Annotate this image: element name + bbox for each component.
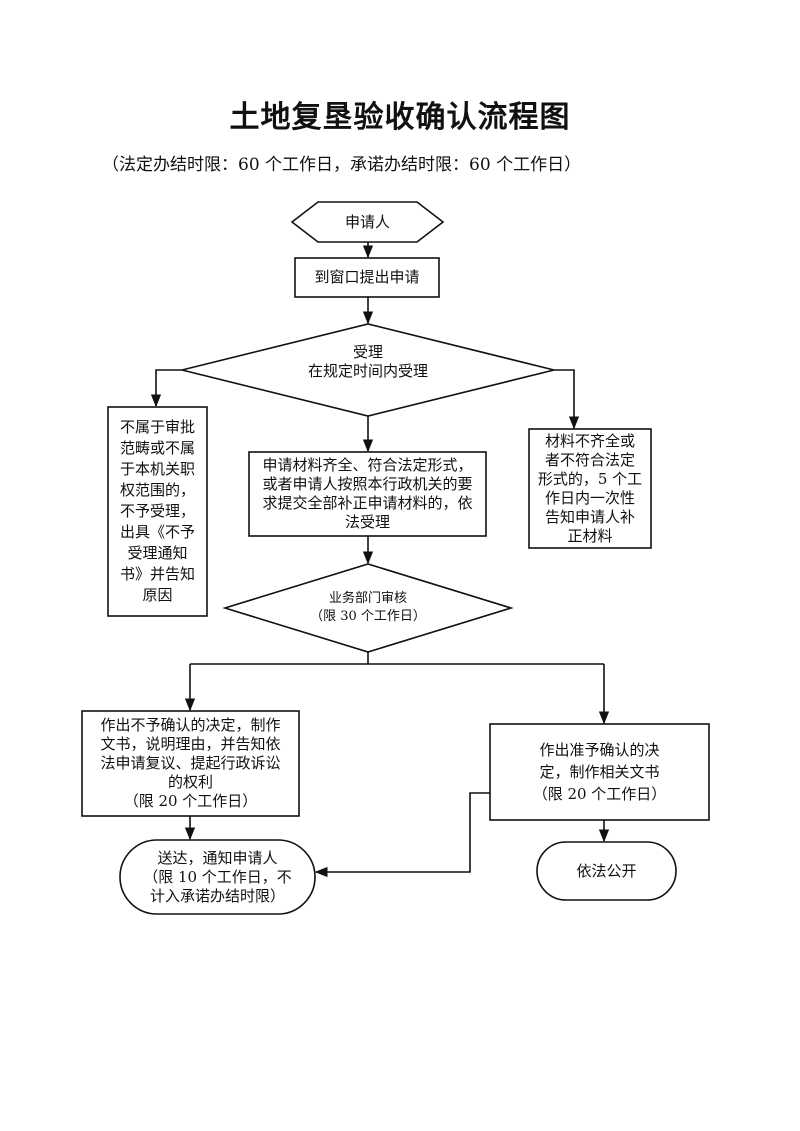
node-text-line: 定，制作相关文书 [539,763,660,781]
complete-label: 申请材料齐全、符合法定形式，或者申请人按照本行政机关的要求提交全部补正申请材料的… [250,453,485,535]
node-text-line: 业务部门审核 [328,591,407,606]
arrow-accept-reject [150,369,182,408]
deliver-label: 送达，通知申请人（限 10 个工作日，不计入承诺办结时限） [121,841,314,913]
arrow-accept-incomplete [554,369,580,430]
node-text-line: 权范围的， [119,481,195,499]
node-text-line: 送达，通知申请人 [157,848,278,867]
node-text-line: 到窗口提出申请 [314,268,420,286]
node-text-line: 受理 [352,343,383,361]
node-text-line: 书》并告知 [119,565,195,583]
incomplete-box [528,428,652,549]
node-text-line: 正材料 [567,526,613,545]
node-text-line: 或者申请人按照本行政机关的要 [262,475,473,493]
node-text-line: 法申请复议、提起行政诉讼 [100,754,281,772]
accept-label: 受理在规定时间内受理 [268,342,468,382]
node-text-line: 作日内一次性 [544,488,635,507]
node-text-line: 申请人 [344,212,390,231]
node-text-line: 不予受理， [119,502,195,520]
node-text-line: 申请材料齐全、符合法定形式， [262,456,473,474]
arrow-approve-deliver [314,792,490,878]
node-text-line: 不属于审批 [119,418,195,436]
node-text-line: 原因 [142,586,173,604]
node-text-line: 在规定时间内受理 [307,362,428,380]
node-text-line: 告知申请人补 [544,507,635,526]
node-text-line: 范畴或不属 [119,439,195,457]
review-label: 业务部门审核 （限 30 个工作日） [270,588,466,628]
applicant-label: 申请人 [318,203,417,241]
publish-label: 依法公开 [538,843,675,899]
node-text-line: 的权利 [167,773,213,791]
deny-label: 作出不予确认的决定，制作文书，说明理由，并告知依法申请复议、提起行政诉讼的权利（… [83,712,298,815]
node-text-line: 于本机关职 [119,460,195,478]
incomplete-label: 材料不齐全或者不符合法定形式的，5 个工作日内一次性告知申请人补正材料 [530,430,650,547]
node-text-line: 依法公开 [576,861,637,880]
node-text-line: （限 20 个工作日） [532,785,667,803]
node-text-line: 文书，说明理由，并告知依 [100,735,281,753]
node-text-line: 出具《不予 [119,523,195,541]
node-text-line: 受理通知 [127,544,188,562]
node-text-line: （限 10 个工作日，不 [143,867,292,886]
node-text-line: 法受理 [344,513,390,531]
node-text-line: （限 30 个工作日） [310,609,426,624]
page-title: 土地复垦验收确认流程图 [229,100,571,135]
node-text-line: （限 20 个工作日） [123,792,258,810]
node-text-line: 者不符合法定 [544,450,635,469]
submit-label: 到窗口提出申请 [296,259,438,296]
reject-label: 不属于审批范畴或不属于本机关职权范围的， 不予受理， 出具《不予受理通知书》并告知原… [109,408,206,615]
page-subtitle: （法定办结时限：60 个工作日，承诺办结时限：60 个工作日） [102,155,582,175]
node-text-line: 求提交全部补正申请材料的，依 [262,494,473,512]
node-text-line: 作出不予确认的决定，制作 [100,716,281,734]
applicant-hexagon [290,201,445,243]
review-diamond [222,563,514,653]
approve-label: 作出准予确认的决定，制作相关文书 （限 20 个工作日） [491,725,708,819]
node-text-line: 计入承诺办结时限） [149,886,285,905]
node-text-line: 材料不齐全或 [544,431,635,450]
node-text-line: 作出准予确认的决 [539,741,660,759]
node-text-line: 形式的，5 个工 [537,469,643,488]
